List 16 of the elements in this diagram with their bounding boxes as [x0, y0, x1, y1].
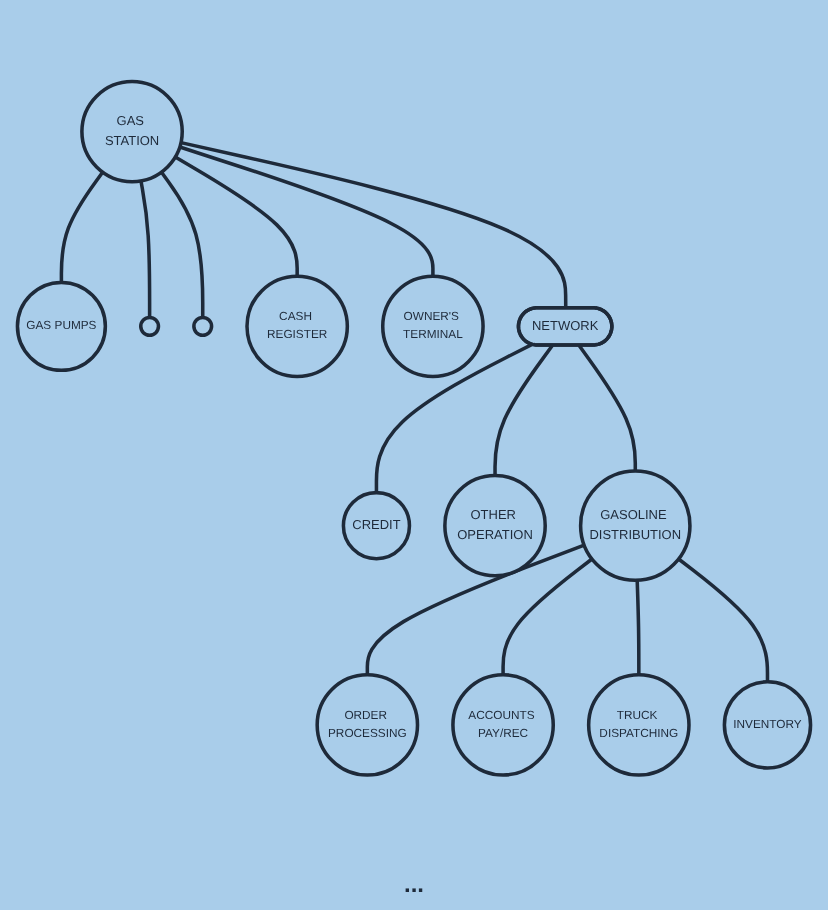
node-circle — [192, 315, 214, 337]
connector — [577, 344, 638, 471]
ellipsis-label: ... — [403, 870, 424, 898]
node-circle — [139, 315, 161, 337]
connector — [493, 344, 554, 476]
connector — [160, 170, 205, 318]
connector — [501, 557, 594, 675]
connector — [180, 140, 568, 309]
connector — [635, 579, 641, 675]
connector — [59, 170, 105, 283]
connector — [179, 145, 435, 276]
connector — [365, 543, 585, 675]
connector — [139, 180, 152, 318]
connector — [174, 155, 299, 276]
connector — [374, 342, 533, 493]
connector — [677, 557, 770, 682]
